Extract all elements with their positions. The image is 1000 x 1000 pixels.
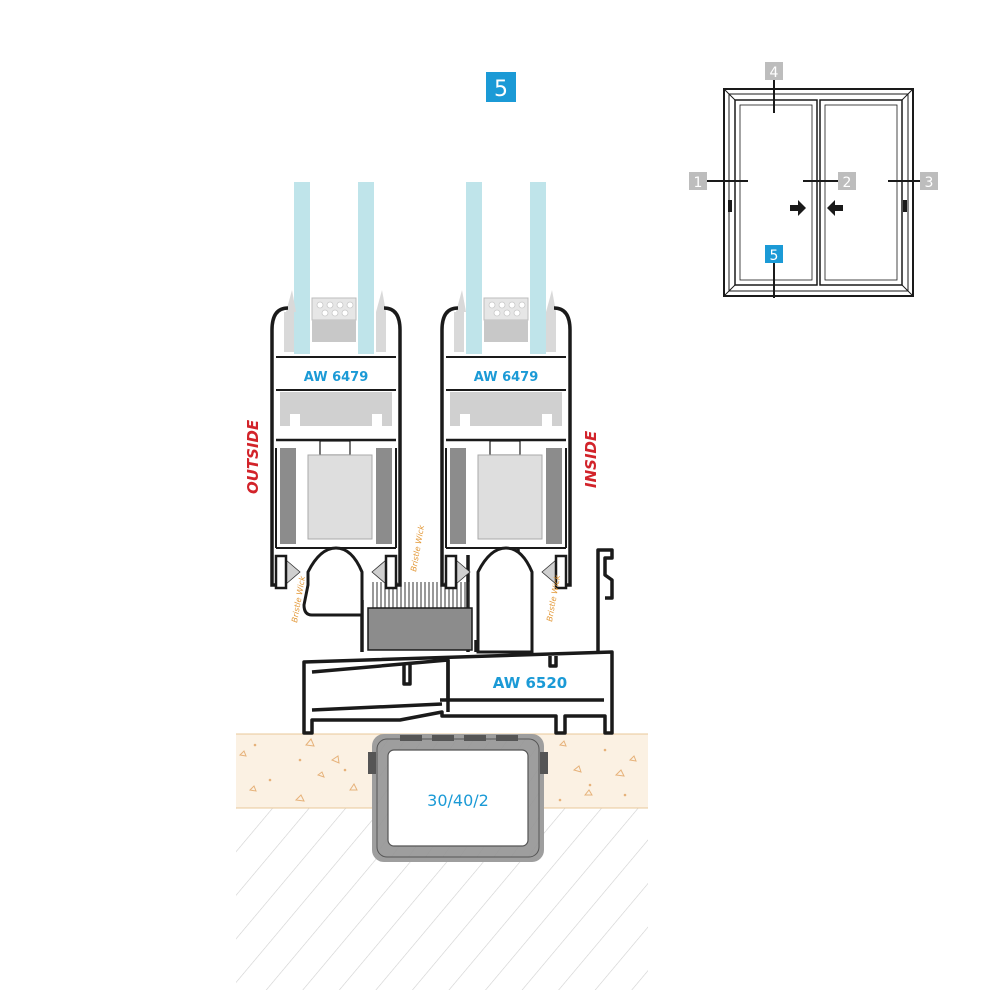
key-badge-4: 4 — [765, 62, 783, 81]
bristle-wick-label-2: Bristle Wick — [409, 524, 426, 572]
tube-label: 30/40/2 — [427, 791, 489, 810]
svg-text:2: 2 — [843, 175, 852, 191]
section-badge: 5 — [486, 72, 516, 102]
svg-text:4: 4 — [770, 65, 779, 81]
svg-text:5: 5 — [770, 248, 779, 264]
arrow-left-icon — [827, 200, 843, 216]
section-badge-label: 5 — [494, 77, 508, 102]
inside-label: INSIDE — [582, 430, 600, 488]
track-label: AW 6520 — [493, 674, 567, 692]
key-badge-2: 2 — [838, 172, 856, 191]
steel-tube: 30/40/2 — [368, 734, 548, 862]
arrow-right-icon — [790, 200, 806, 216]
svg-text:1: 1 — [694, 175, 703, 191]
outside-label: OUTSIDE — [244, 419, 262, 494]
key-badge-1: 1 — [689, 172, 707, 191]
sash-left: AW 6479 — [270, 182, 402, 617]
key-plan: 1 2 3 4 5 — [689, 62, 938, 298]
sash-right-label: AW 6479 — [474, 370, 539, 385]
bristle-wick-label-3: Bristle Wick — [545, 574, 562, 622]
sash-right: AW 6479 — [440, 182, 572, 654]
svg-text:3: 3 — [925, 175, 934, 191]
bristle-seal — [367, 582, 473, 651]
key-badge-5: 5 — [765, 245, 783, 264]
sash-left-label: AW 6479 — [304, 370, 369, 385]
key-badge-3: 3 — [920, 172, 938, 191]
